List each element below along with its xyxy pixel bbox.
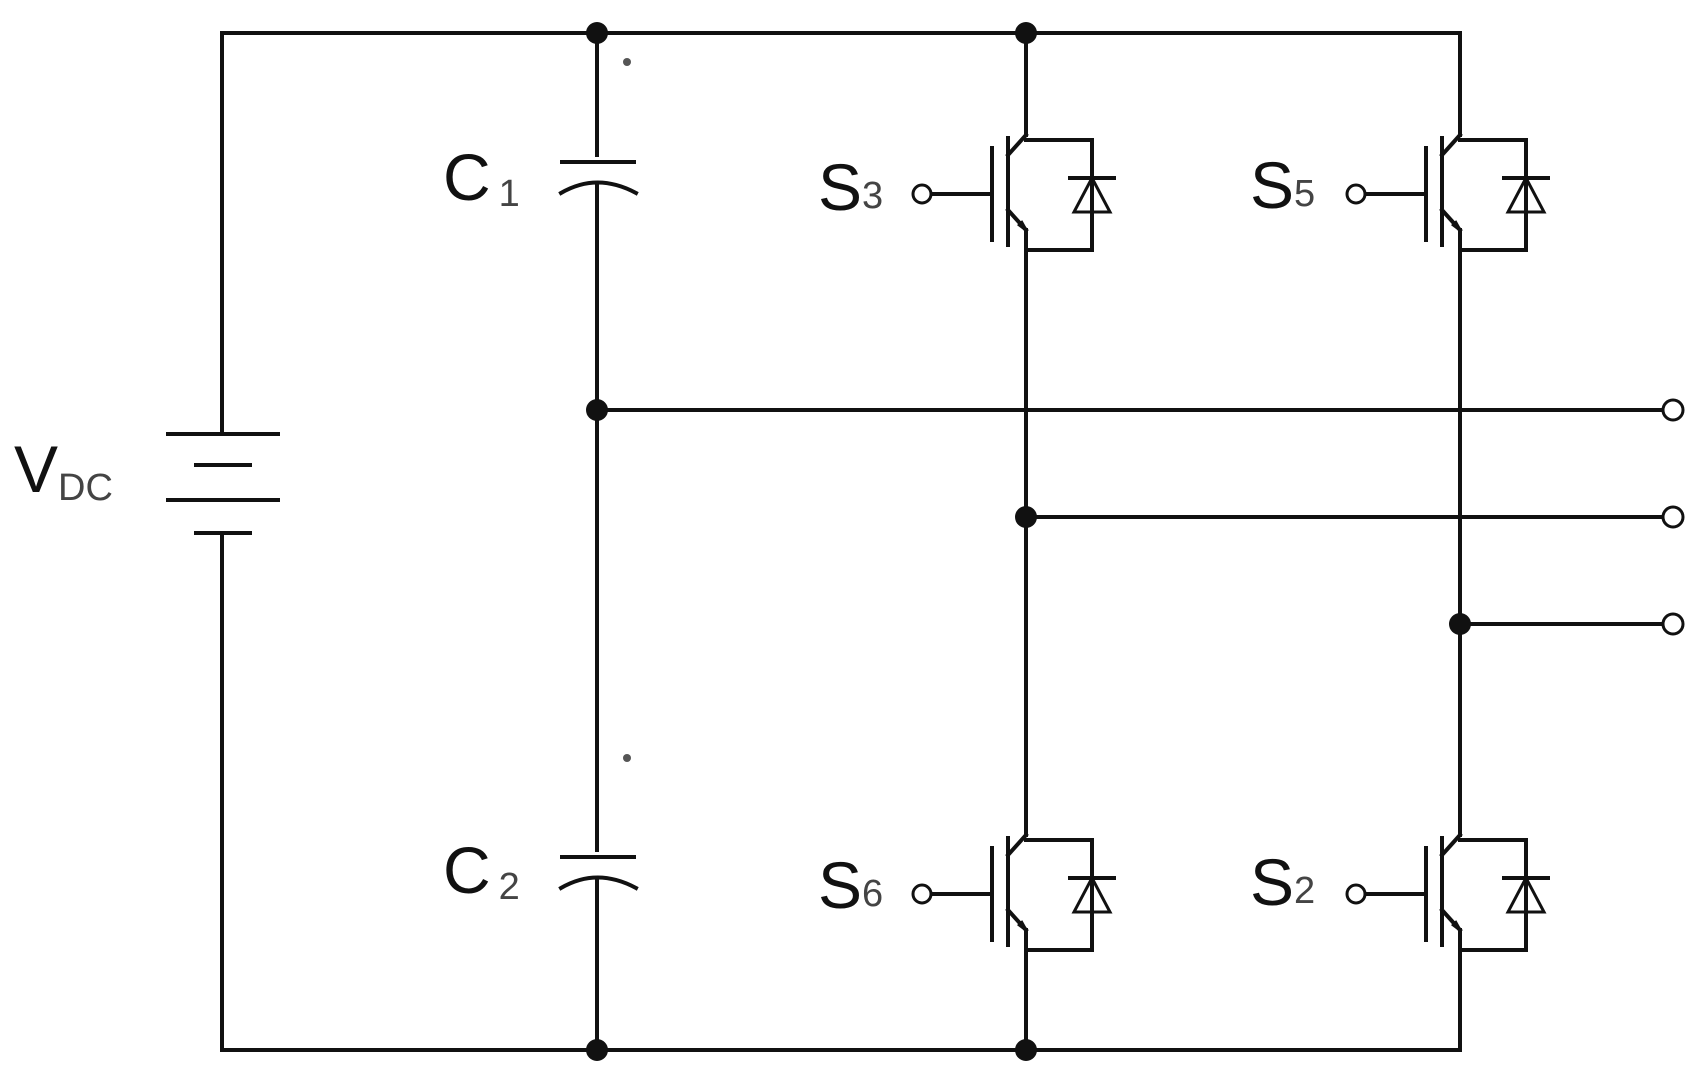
- label-s6: S6: [818, 848, 883, 922]
- label-s5-main: S: [1250, 148, 1294, 222]
- junction-node: [586, 22, 608, 44]
- junction-node: [586, 399, 608, 421]
- label-c2-subscript: 2: [499, 866, 520, 908]
- freewheel-diode-s2: [1505, 874, 1547, 914]
- label-s2-main: S: [1250, 845, 1294, 919]
- label-vdc-main: V: [14, 432, 58, 506]
- label-s5: S5: [1250, 148, 1315, 222]
- junction-node: [1015, 1039, 1037, 1061]
- label-c1-main: C: [443, 140, 491, 214]
- label-s5-subscript: 5: [1294, 173, 1315, 215]
- capacitor-c1: [558, 58, 639, 196]
- capacitor-c1-curved-plate: [558, 180, 639, 196]
- output-lines: [595, 398, 1685, 636]
- output-terminal-1[interactable]: [1661, 398, 1685, 422]
- capacitor-c2-polarity-dot: [623, 754, 631, 762]
- capacitor-c2-curved-plate: [558, 875, 639, 891]
- label-s6-main: S: [818, 848, 862, 922]
- capacitor-c2: [558, 754, 639, 891]
- label-vdc-subscript: DC: [58, 467, 113, 509]
- output-terminal-3[interactable]: [1661, 612, 1685, 636]
- battery-symbol: [166, 432, 280, 535]
- label-s2-subscript: 2: [1294, 870, 1315, 912]
- output-terminal-2[interactable]: [1661, 505, 1685, 529]
- label-s3-main: S: [818, 150, 862, 224]
- gate-terminal-s6[interactable]: [911, 883, 933, 905]
- label-s2: S2: [1250, 845, 1315, 919]
- junction-node: [1015, 506, 1037, 528]
- junction-node: [586, 1039, 608, 1061]
- label-s3: S3: [818, 150, 883, 224]
- capacitor-c1-polarity-dot: [623, 58, 631, 66]
- positive-rail: [220, 31, 1462, 436]
- label-c2-main: C: [443, 833, 491, 907]
- junction-node: [1449, 613, 1471, 635]
- label-s3-subscript: 3: [862, 175, 883, 217]
- negative-rail: [220, 531, 1462, 1052]
- freewheel-diode-s6: [1071, 874, 1113, 914]
- dc-bus-wiring: [220, 31, 1462, 1052]
- junction-nodes: [586, 22, 1471, 1061]
- gate-terminal-s5[interactable]: [1345, 183, 1367, 205]
- switch-s2: [1345, 818, 1550, 952]
- label-s6-subscript: 6: [862, 873, 883, 915]
- junction-node: [1015, 22, 1037, 44]
- label-c1-subscript: 1: [499, 173, 520, 215]
- switch-s6: [911, 818, 1116, 952]
- gate-terminal-s3[interactable]: [911, 183, 933, 205]
- freewheel-diode-s5: [1505, 174, 1547, 214]
- label-vdc: VDC: [14, 432, 113, 509]
- switch-s5: [1345, 118, 1550, 252]
- gate-terminal-s2[interactable]: [1345, 883, 1367, 905]
- switch-s3: [911, 118, 1116, 252]
- freewheel-diode-s3: [1071, 174, 1113, 214]
